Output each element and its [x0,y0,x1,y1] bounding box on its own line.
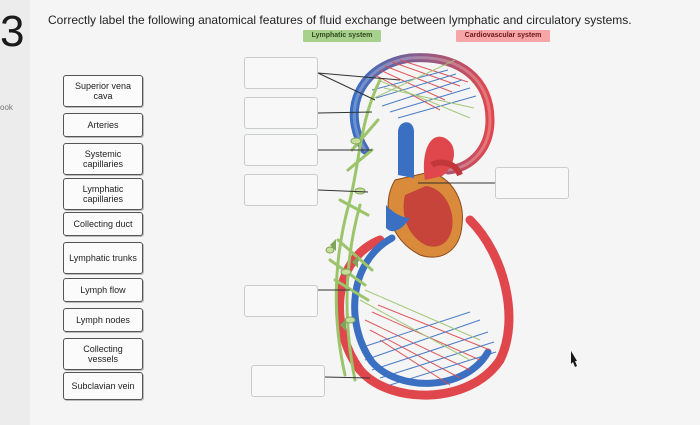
drop-zone-5[interactable] [495,167,569,199]
mouse-cursor-icon [571,351,577,367]
lymph-flow-arrows [330,239,358,331]
drop-zone-3[interactable] [244,134,318,166]
lower-circulation-loop [335,215,514,400]
drop-zone-2[interactable] [244,97,318,129]
term-collecting-vessels[interactable]: Collecting vessels [63,338,143,370]
term-arteries[interactable]: Arteries [63,113,143,137]
side-book-label[interactable]: ook [0,103,13,112]
question-prompt: Correctly label the following anatomical… [48,13,632,27]
legend-cardiovascular-system: Cardiovascular system [456,30,550,42]
term-lymphatic-capillaries[interactable]: Lymphatic capillaries [63,178,143,210]
upper-capillary-bed [369,59,477,119]
drop-zone-4[interactable] [244,174,318,206]
drop-zone-1[interactable] [244,57,318,89]
left-navigation-strip [0,0,30,425]
drop-zone-6[interactable] [244,285,318,317]
heart-illustration [386,122,463,258]
drop-zone-7[interactable] [251,365,325,397]
term-lymphatic-trunks[interactable]: Lymphatic trunks [63,242,143,274]
term-collecting-duct[interactable]: Collecting duct [63,212,143,236]
term-lymph-flow[interactable]: Lymph flow [63,278,143,302]
question-number: 3 [0,7,25,56]
term-subclavian-vein[interactable]: Subclavian vein [63,372,143,400]
lower-capillary-bed [359,289,497,386]
legend-lymphatic-system: Lymphatic system [303,30,381,42]
upper-circulation-loop [349,53,495,175]
term-lymph-nodes[interactable]: Lymph nodes [63,308,143,332]
leader-lines [317,72,495,379]
term-superior-vena-cava[interactable]: Superior vena cava [63,75,143,107]
term-systemic-capillaries[interactable]: Systemic capillaries [63,143,143,175]
